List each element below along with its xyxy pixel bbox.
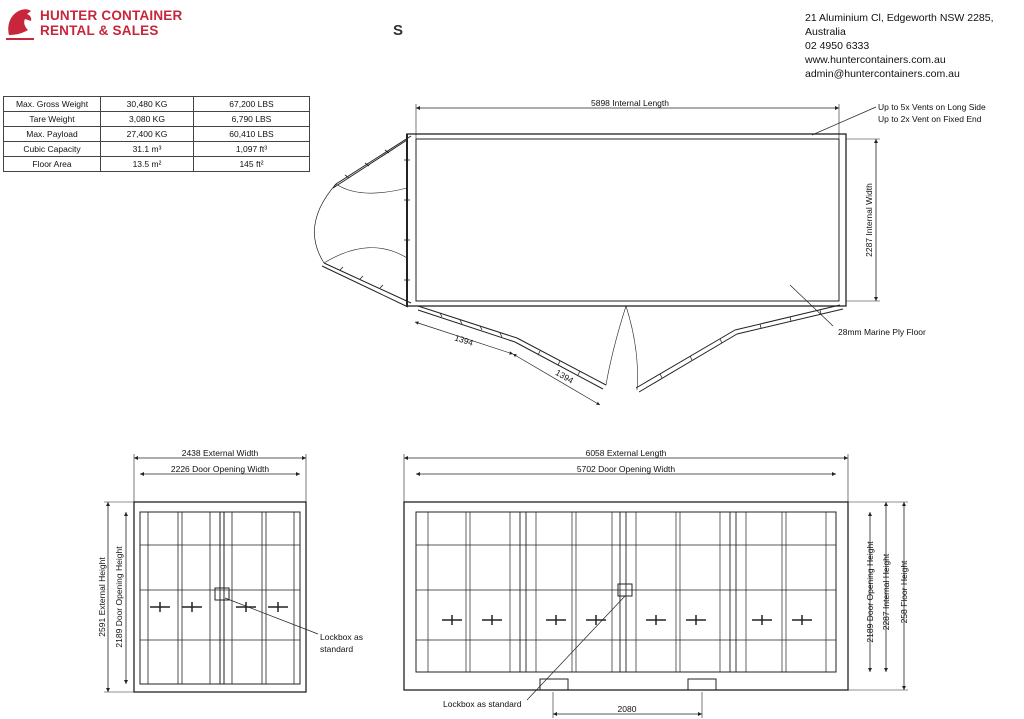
page-title: S xyxy=(393,22,404,39)
contact-block: 21 Aluminium Cl, Edgeworth NSW 2285, Aus… xyxy=(805,11,1024,81)
side-view xyxy=(403,454,908,718)
side-frame-outer xyxy=(403,501,849,691)
end-lockbox-label-2: standard xyxy=(320,644,353,654)
internal-width-label: 2287 Internal Width xyxy=(864,183,874,257)
door-leaf-dim-2: 1394 xyxy=(554,367,576,385)
floor-note: 28mm Marine Ply Floor xyxy=(838,327,926,337)
end-external-height-label: 2591 External Height xyxy=(97,557,107,637)
email-link[interactable]: admin@huntercontainers.com.au xyxy=(805,68,960,80)
side-external-length-label: 6058 External Length xyxy=(586,448,667,458)
forklift-spacing-label: 2080 xyxy=(618,704,637,714)
side-door-leaf-3 xyxy=(635,329,738,393)
side-floor-height-label: 258 Floor Height xyxy=(899,560,909,623)
end-door-height-label: 2189 Door Opening Height xyxy=(114,546,124,648)
address: 21 Aluminium Cl, Edgeworth NSW 2285, Aus… xyxy=(805,12,994,38)
brand-name: HUNTER CONTAINER RENTAL & SALES xyxy=(40,8,182,38)
lockbox-end xyxy=(214,587,230,601)
forklift-pocket-left xyxy=(539,678,569,691)
side-internal-height-label: 2287 Internal Height xyxy=(881,553,891,630)
side-door-leaf-4 xyxy=(734,304,844,335)
end-lockbox-label-1: Lockbox as xyxy=(320,632,363,642)
side-door-height-label: 2189 Door Opening Height xyxy=(865,541,875,643)
internal-length-label: 5898 Internal Length xyxy=(591,98,669,108)
end-external-width-label: 2438 External Width xyxy=(182,448,259,458)
forklift-pocket-right xyxy=(687,678,717,691)
end-door-width-label: 2226 Door Opening Width xyxy=(171,464,270,474)
plan-view xyxy=(314,104,880,406)
end-frame-outer xyxy=(133,501,307,693)
side-lockbox-label: Lockbox as standard xyxy=(443,699,522,709)
spec-metric: 13.5 m² xyxy=(100,156,194,172)
brand-line-1: HUNTER CONTAINER xyxy=(40,8,183,23)
phone: 02 4950 6333 xyxy=(805,40,870,52)
spec-imperial: 145 ft² xyxy=(193,156,310,172)
plan-inner-floor xyxy=(415,138,840,302)
vents-note-2: Up to 2x Vent on Fixed End xyxy=(878,114,982,124)
brand-line-2: RENTAL & SALES xyxy=(40,23,159,38)
vents-note-1: Up to 5x Vents on Long Side xyxy=(878,102,986,112)
side-door-width-label: 5702 Door Opening Width xyxy=(577,464,676,474)
end-view xyxy=(104,454,319,693)
spec-label: Floor Area xyxy=(3,156,101,172)
logo-icon xyxy=(6,9,34,40)
door-leaf-dim-1: 1394 xyxy=(453,332,474,347)
plan-outer-walls xyxy=(406,133,847,307)
left-door-top xyxy=(332,135,412,189)
website-link[interactable]: www.huntercontainers.com.au xyxy=(805,54,946,66)
left-door-bottom xyxy=(321,262,412,308)
